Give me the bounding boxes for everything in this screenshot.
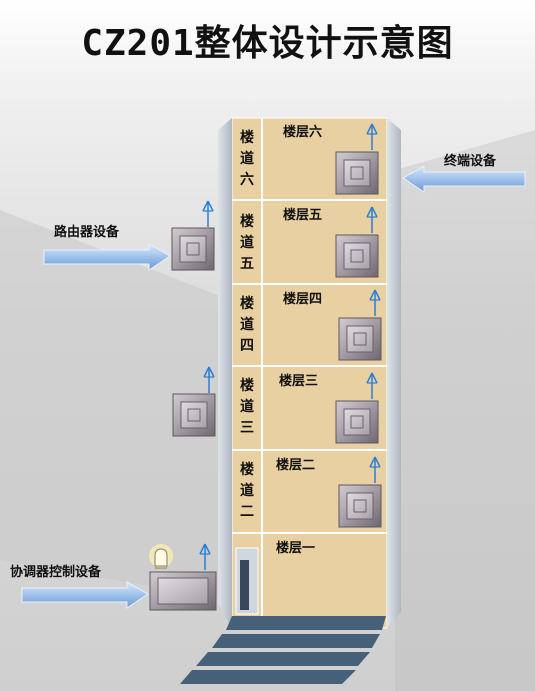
floor-device-6 (335, 151, 379, 195)
coordinator-device-label: 协调器控制设备 (10, 565, 102, 580)
background-shadow (0, 210, 230, 600)
building-left-side (218, 118, 232, 628)
stairwell-label-6: 楼道六 (240, 130, 254, 188)
coordinator-device (149, 571, 217, 611)
background-shadow-right (395, 130, 535, 691)
floor-device-5 (335, 234, 379, 278)
terminal-arrow (402, 165, 526, 193)
antenna-icon (366, 372, 378, 399)
antenna-icon (369, 289, 381, 316)
floor-devices (335, 123, 382, 528)
antenna-icon (366, 123, 378, 150)
router-arrow (43, 243, 171, 271)
floor-dividers (232, 199, 387, 534)
page-title: CZ201整体设计示意图 (81, 23, 454, 64)
router-device-label: 路由器设备 (54, 225, 120, 240)
antenna-icon (199, 543, 211, 570)
floor-label-2: 楼层二 (276, 458, 316, 473)
antenna-icon (203, 366, 215, 393)
entrance-door-opening (240, 560, 249, 610)
floor-device-2 (338, 484, 382, 528)
building-right-side (387, 118, 401, 628)
floor-label-4: 楼层四 (283, 292, 323, 307)
antenna-icon (369, 456, 381, 483)
router-device-lower (172, 393, 216, 437)
stairwell-label-4: 楼道四 (240, 296, 254, 354)
entrance-stairs (180, 616, 386, 684)
router-device-upper (171, 227, 215, 271)
floor-label-6: 楼层六 (283, 125, 323, 140)
antenna-icon (202, 200, 214, 227)
floor-label-5: 楼层五 (283, 208, 323, 223)
coordinator-arrow (21, 581, 149, 609)
floor-device-3 (335, 400, 379, 444)
stairwell-label-3: 楼道三 (240, 378, 254, 436)
terminal-device-label: 终端设备 (444, 154, 497, 169)
lightbulb-icon (149, 544, 173, 569)
floor-label-3: 楼层三 (279, 374, 319, 389)
antenna-icon (366, 206, 378, 233)
stairwell-label-5: 楼道五 (240, 214, 254, 272)
floor-device-4 (338, 317, 382, 361)
floor-label-1: 楼层一 (276, 541, 316, 556)
stairwell-label-2: 楼道二 (240, 462, 254, 520)
external-devices (149, 200, 217, 611)
